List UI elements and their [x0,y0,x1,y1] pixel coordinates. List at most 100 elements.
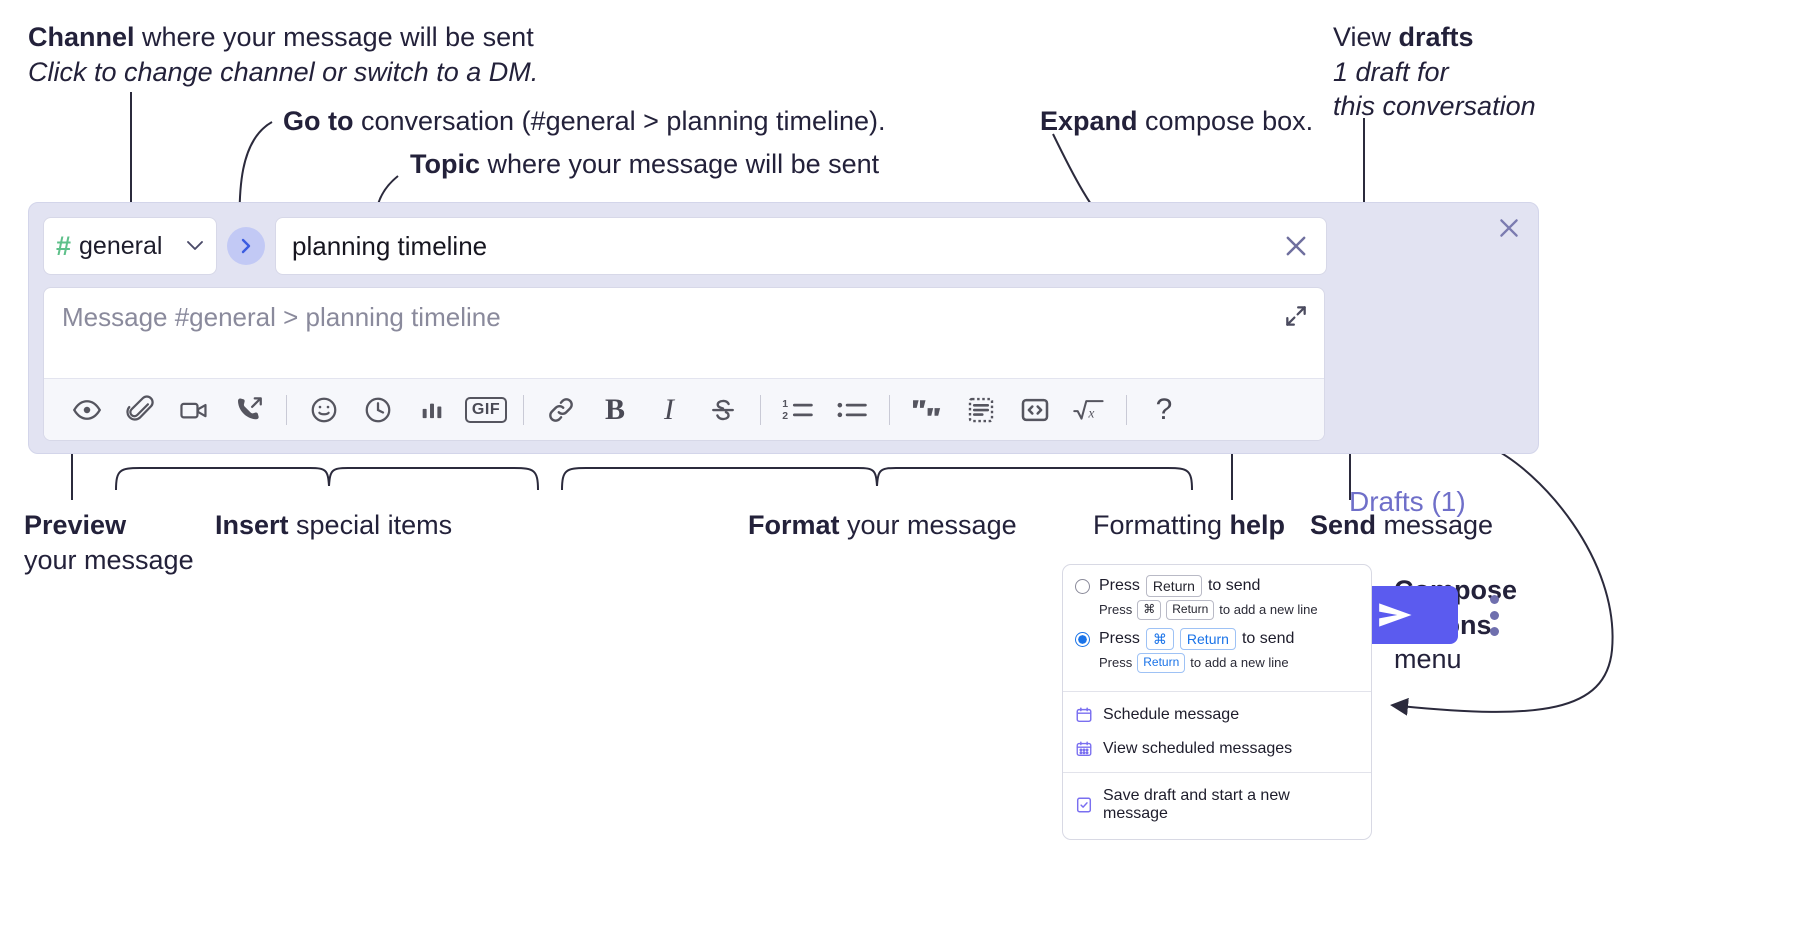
message-input-area[interactable]: Message #general > planning timeline [43,287,1325,441]
link-icon[interactable] [540,389,582,431]
clear-topic-icon[interactable] [1282,232,1310,260]
opt2-sub-key-return: Return [1137,652,1186,673]
svg-text:1: 1 [782,399,788,410]
channel-selector[interactable]: # general [43,217,217,275]
kebab-dot [1489,626,1499,636]
annotation-send-bold: Send [1310,510,1377,540]
opt1-key-return: Return [1145,575,1202,598]
annotation-insert-bold: Insert [215,510,289,540]
opt1-sub-key-cmd: ⌘ [1137,600,1162,620]
strikethrough-icon[interactable] [702,389,744,431]
go-to-conversation-button[interactable] [227,227,265,265]
gif-icon[interactable]: GIF [464,389,508,431]
attachment-icon[interactable] [120,389,162,431]
menu-item-label: Save draft and start a new message [1103,786,1290,822]
annotation-topic-rest: where your message will be sent [480,149,880,179]
help-icon[interactable]: ? [1143,389,1185,431]
annotation-preview: Preview your message [24,508,224,577]
annotation-topic: Topic where your message will be sent [410,147,879,182]
kebab-dot [1489,610,1499,620]
opt1-suffix: to send [1207,577,1261,595]
annotation-goto: Go to conversation (#general > planning … [283,104,886,139]
menu-item-label: Schedule message [1103,705,1240,723]
annotation-drafts: View drafts 1 draft for this conversatio… [1333,20,1536,124]
close-icon[interactable] [1494,213,1524,243]
send-option-cmd-return[interactable]: Press ⌘ Return to send [1075,627,1359,650]
italic-icon[interactable]: I [648,389,690,431]
send-option-return[interactable]: Press Return to send [1075,575,1359,598]
drafts-link[interactable]: Drafts (1) [1349,486,1466,517]
annotation-expand-bold: Expand [1040,106,1138,136]
annotation-preview-rest: your message [24,544,194,575]
annotation-drafts-bold: drafts [1398,22,1474,52]
ordered-list-icon[interactable]: 1 2 [777,389,819,431]
bold-icon[interactable]: B [594,389,636,431]
annotation-help-normal: Formatting [1093,510,1230,540]
opt1-sub-prefix: Press [1099,602,1133,618]
menu-item-schedule-message[interactable]: Schedule message [1063,698,1371,732]
menu-item-view-scheduled-messages[interactable]: View scheduled messages [1063,732,1371,766]
video-icon[interactable] [174,389,216,431]
code-icon[interactable] [1014,389,1056,431]
annotation-formatting-help: Formatting help [1093,508,1285,543]
opt2-sub-suffix: to add a new line [1190,655,1289,671]
radio-cmd-return[interactable] [1075,631,1090,647]
toolbar-divider [760,394,761,425]
annotation-format: Format your message [748,508,1017,543]
annotation-compose-line3: menu [1394,644,1462,675]
menu-item-save-draft[interactable]: Save draft and start a new message [1063,779,1371,831]
opt1-sub-key-return: Return [1166,600,1215,620]
topic-value: planning timeline [292,230,488,261]
bulleted-list-icon[interactable] [831,389,873,431]
help-label: ? [1155,392,1173,426]
hash-icon: # [56,230,72,261]
send-option-return-sub: Press ⌘ Return to add a new line [1099,600,1359,620]
annotation-preview-bold: Preview [24,510,127,540]
toolbar-divider [523,394,524,425]
annotation-channel-rest: where your message will be sent [134,22,534,52]
annotation-send-rest: message [1376,510,1494,540]
opt2-suffix: to send [1241,629,1295,647]
annotation-send: Send message [1310,508,1493,543]
message-placeholder: Message #general > planning timeline [62,302,501,332]
annotation-goto-rest: conversation (#general > planning timeli… [353,106,886,136]
annotation-channel: Channel where your message will be sent … [28,20,538,89]
bold-label: B [604,392,625,426]
expand-icon[interactable] [1280,300,1312,332]
menu-divider [1063,690,1371,692]
clock-icon[interactable] [357,389,399,431]
italic-label: I [664,392,674,426]
annotation-expand: Expand compose box. [1040,104,1313,139]
send-option-cmd-return-sub: Press Return to add a new line [1099,652,1359,673]
poll-icon[interactable] [411,389,453,431]
annotation-insert-rest: special items [288,510,453,540]
calendar-icon [1075,706,1093,724]
emoji-icon[interactable] [303,389,345,431]
toolbar-divider [889,394,890,425]
annotation-format-rest: your message [839,510,1017,540]
toolbar-divider [286,394,287,425]
blockquote-icon[interactable] [906,389,948,431]
math-icon[interactable]: x [1068,389,1110,431]
send-shortcut-options: Press Return to send Press ⌘ Return to a… [1063,565,1371,691]
compose-header-row: # general planning timeline [43,217,1327,275]
annotation-topic-bold: Topic [410,149,480,179]
call-icon[interactable] [228,389,270,431]
svg-text:2: 2 [782,410,788,421]
preview-icon[interactable] [66,389,108,431]
compose-options-menu-button[interactable] [1481,589,1507,641]
opt2-key-cmd: ⌘ [1145,627,1174,650]
toolbar-divider [1126,394,1127,425]
annotation-channel-bold: Channel [28,22,135,52]
opt2-prefix: Press [1099,629,1140,647]
topic-input[interactable]: planning timeline [275,217,1327,275]
annotation-insert: Insert special items [215,508,452,543]
opt2-sub-prefix: Press [1099,655,1133,671]
radio-return[interactable] [1075,579,1090,594]
spoiler-icon[interactable] [960,389,1002,431]
calendar-grid-icon [1075,740,1093,758]
opt1-sub-suffix: to add a new line [1219,602,1318,618]
annotation-goto-bold: Go to [283,106,354,136]
annotation-expand-rest: compose box. [1137,106,1314,136]
